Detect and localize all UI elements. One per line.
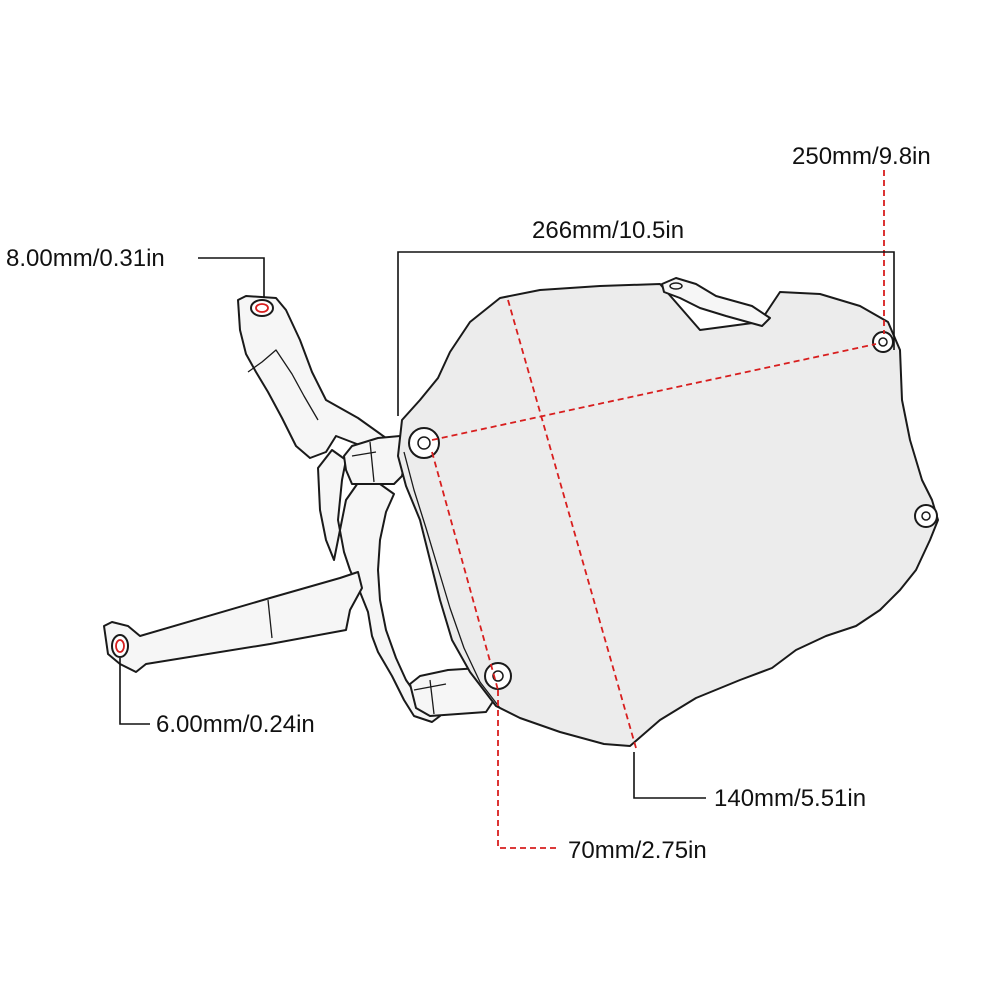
- guard-hole-upper-right-inner: [878, 337, 888, 347]
- height-line: [507, 299, 637, 749]
- lower-mount-block-edge: [413, 679, 447, 715]
- bracket-lower-arm: [103, 571, 363, 673]
- bottom-mount-hole-red-ring: [115, 639, 125, 653]
- bracket-depth-label: 70mm/2.75in: [568, 837, 707, 864]
- guard-hole-upper-left: [408, 427, 440, 459]
- mount-width-label: 250mm/9.8in: [792, 143, 931, 170]
- depth-line: [431, 451, 499, 691]
- dimension-labels: 250mm/9.8in 266mm/10.5in 8.00mm/0.31in 6…: [6, 143, 931, 864]
- guard-top-clip-slot: [669, 282, 683, 290]
- depth-leader: [497, 690, 560, 849]
- bottom-hole-label: 6.00mm/0.24in: [156, 711, 315, 738]
- guard-hole-upper-left-inner: [417, 436, 431, 450]
- guard-hole-upper-right: [872, 331, 894, 353]
- overall-width-label: 266mm/10.5in: [532, 217, 684, 244]
- bottom-mount-hole: [111, 634, 129, 658]
- guard-hole-right-inner: [921, 511, 931, 521]
- bracket-arm-joint: [267, 599, 273, 639]
- top-mount-hole-red-ring: [255, 303, 269, 313]
- overall-width-extent: [397, 251, 895, 416]
- guard-lens-body: [397, 283, 939, 747]
- upper-mount-block-edge: [351, 441, 377, 483]
- bracket-upper-fold: [247, 349, 319, 421]
- top-hole-label: 8.00mm/0.31in: [6, 245, 165, 272]
- guard-hole-lower-left: [484, 662, 512, 690]
- bracket-upper-tab: [237, 295, 401, 461]
- guard-lens-rim: [403, 451, 501, 709]
- height-leader: [633, 752, 706, 799]
- height-label: 140mm/5.51in: [714, 785, 866, 812]
- guard-top-clip: [661, 277, 771, 327]
- headlight-guard: [397, 277, 939, 747]
- mount-span-line: [431, 343, 877, 441]
- leader-lines: [119, 251, 895, 799]
- top-mount-hole: [250, 299, 274, 317]
- guard-hole-right: [914, 504, 938, 528]
- guard-hole-lower-left-inner: [492, 670, 504, 682]
- top-hole-leader: [198, 257, 265, 298]
- upper-mount-block: [343, 435, 407, 485]
- bottom-hole-leader: [119, 658, 150, 725]
